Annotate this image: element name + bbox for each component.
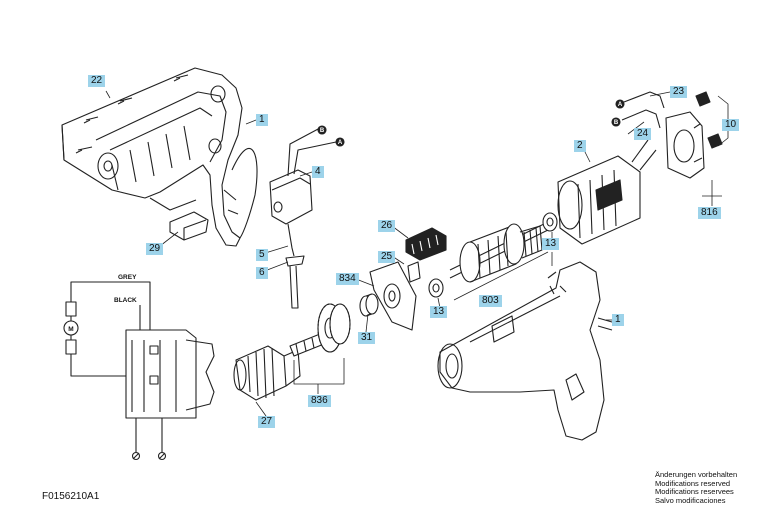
- callout-25: 25: [378, 251, 396, 263]
- field-coil-2: [557, 139, 657, 245]
- callout-5: 5: [256, 249, 268, 261]
- lock-button-29: [169, 211, 209, 241]
- bearing-13-upper: [542, 212, 558, 232]
- note-french: Modifications reservees: [655, 487, 734, 496]
- screws-22: [75, 74, 189, 154]
- connector-b-label-right: B: [614, 120, 619, 126]
- armature-803: [449, 221, 549, 283]
- note-english: Modifications reserved: [655, 478, 731, 488]
- callout-6: 6: [256, 267, 268, 279]
- callout-13-lower: 13: [430, 306, 448, 318]
- switch-4: [269, 127, 337, 309]
- callout-24: 24: [634, 128, 652, 140]
- callout-836: 836: [308, 395, 331, 407]
- chuck-27: [233, 345, 301, 401]
- callout-29: 29: [146, 243, 164, 255]
- connector-b-label-top: B: [320, 128, 325, 134]
- carbon-brushes-10: [695, 91, 723, 149]
- callout-10: 10: [722, 119, 740, 131]
- diagram-code: F0156210A1: [42, 491, 100, 502]
- callout-26: 26: [378, 220, 396, 232]
- motor-symbol-label: M: [68, 326, 73, 333]
- connector-a-label-right: A: [618, 102, 623, 108]
- end-cap-816: [665, 111, 705, 179]
- connector-a-label-top: A: [338, 140, 343, 146]
- callout-23: 23: [670, 86, 688, 98]
- brush-holder-26: [405, 227, 447, 261]
- callout-22: 22: [88, 75, 106, 87]
- wire-label-black: BLACK: [114, 297, 137, 304]
- spindle-gear: [317, 303, 351, 353]
- callout-816: 816: [698, 207, 721, 219]
- callout-1-drill: 1: [612, 314, 624, 326]
- note-spanish: Salvo modificaciones: [655, 495, 726, 505]
- callout-2: 2: [574, 140, 586, 152]
- callout-27: 27: [258, 416, 276, 428]
- wiring-schematic: [63, 281, 215, 461]
- callout-4: 4: [312, 166, 324, 178]
- callout-834: 834: [336, 273, 359, 285]
- connector-markers: [317, 99, 625, 147]
- callout-803: 803: [479, 295, 502, 307]
- assembled-drill: [437, 261, 613, 441]
- modification-notes: Änderungen vorbehalten Modifications res…: [655, 470, 738, 505]
- wire-label-grey: GREY: [118, 274, 137, 281]
- pinion-31: [359, 293, 379, 317]
- housing-half: [61, 67, 258, 247]
- callout-1-housing: 1: [256, 114, 268, 126]
- callout-31: 31: [358, 332, 376, 344]
- note-german: Änderungen vorbehalten: [655, 470, 738, 479]
- callout-13-upper: 13: [542, 238, 560, 250]
- gear-plate-25: [369, 261, 421, 331]
- bearing-13-lower: [428, 278, 444, 298]
- wires-23-24: [621, 91, 665, 129]
